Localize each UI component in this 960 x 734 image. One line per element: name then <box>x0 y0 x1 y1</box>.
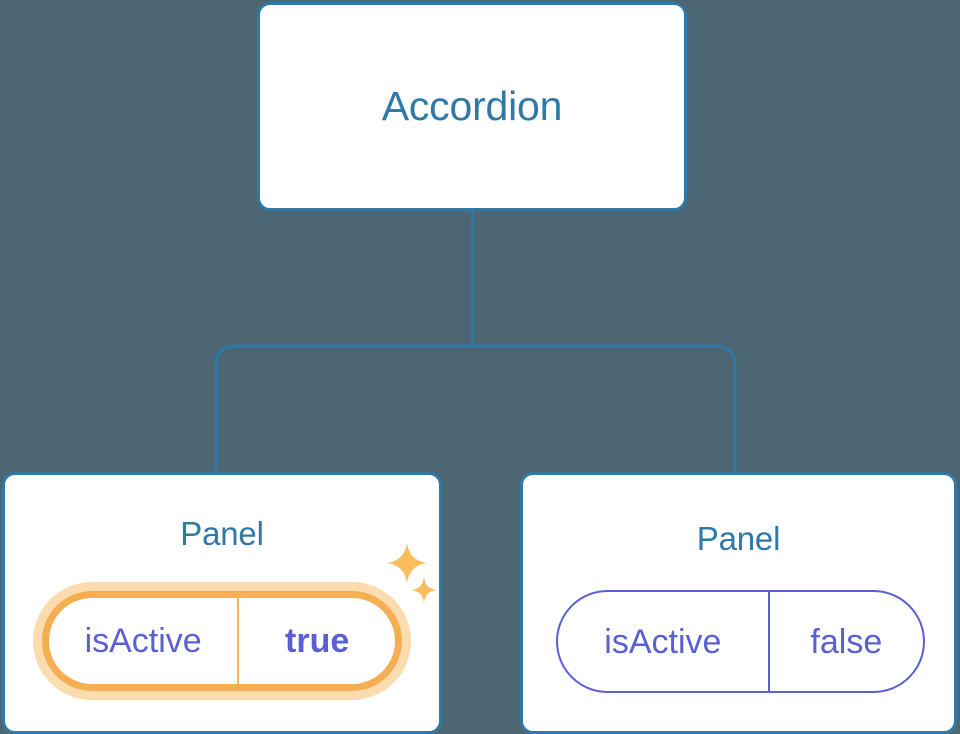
connector-branch-left <box>214 344 473 474</box>
prop-pill-key: isActive <box>558 592 770 691</box>
prop-pill-value: false <box>810 622 883 661</box>
prop-pill-isactive-true[interactable]: isActive true <box>42 591 402 691</box>
connector-branch-right <box>472 344 737 474</box>
prop-pill-highlight-glow: isActive true <box>33 582 411 700</box>
node-title-panel-active: Panel <box>180 515 264 552</box>
prop-pill-isactive-false[interactable]: isActive false <box>556 590 925 693</box>
node-title-accordion: Accordion <box>381 83 563 129</box>
prop-pill-value: true <box>285 622 350 660</box>
node-title-panel-inactive: Panel <box>696 520 781 557</box>
prop-pill-key: isActive <box>49 598 240 684</box>
node-card-accordion[interactable]: Accordion <box>257 2 687 211</box>
